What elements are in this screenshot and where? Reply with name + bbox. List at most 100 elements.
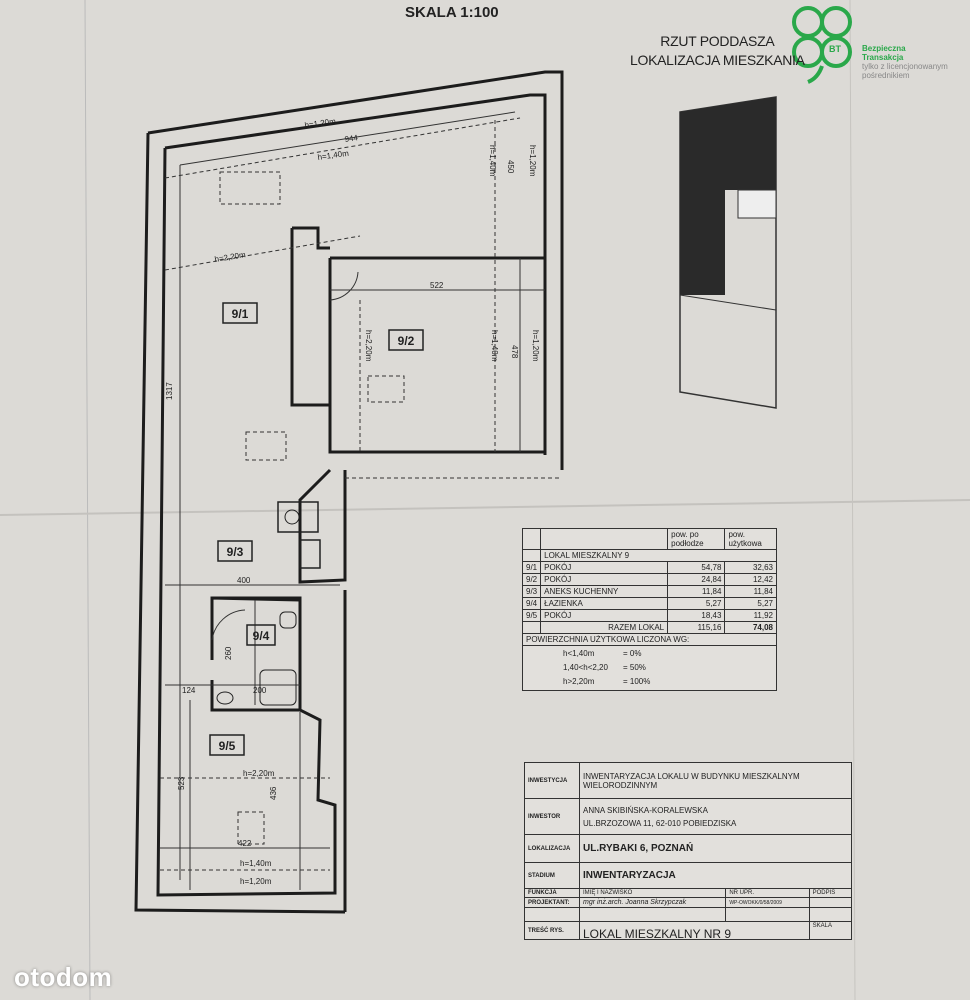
clover-logo — [792, 6, 852, 84]
bt-watermark: Bezpieczna Transakcja tylko z licencjono… — [862, 44, 948, 80]
dim-text: h=1,40m — [240, 859, 272, 868]
investor-address: UL.BRZOZOWA 11, 62-010 POBIEDZISKA — [583, 818, 737, 828]
dim-text: 400 — [237, 576, 251, 585]
room-name: POKÓJ — [540, 609, 669, 622]
title-line-1: RZUT PODDASZA — [660, 33, 775, 49]
areas-table: pow. po podłodze pow. użytkowa LOKAL MIE… — [521, 528, 777, 691]
room-label: 9/3 — [227, 545, 244, 559]
rule-cond: h<1,40m — [563, 649, 595, 658]
field-label: PODPIS — [808, 888, 853, 898]
otodom-logo: otodom — [14, 962, 113, 992]
designer: mgr inż.arch. Joanna Skrzypczak — [578, 897, 727, 908]
title-line-2: LOKALIZACJA MIESZKANIA — [630, 52, 805, 68]
sink-bowl-icon — [284, 509, 300, 525]
rule-pct: = 100% — [623, 677, 651, 686]
room-name: POKÓJ — [540, 573, 669, 586]
room-name: POKÓJ — [540, 561, 669, 574]
field-label: NR UPR. — [725, 888, 810, 898]
dim-text: 522 — [430, 281, 444, 290]
usable-area: 32,63 — [724, 561, 777, 574]
floor-area: 18,43 — [667, 609, 726, 622]
room-label: 9/1 — [232, 307, 249, 321]
field-label: INWESTOR — [524, 798, 580, 835]
room-id: 9/2 — [521, 573, 542, 586]
room-labels: 9/1 9/2 9/3 9/4 9/5 — [209, 302, 424, 756]
paper-fold — [849, 0, 856, 1000]
dim-text: 523 — [177, 776, 186, 790]
col-header: pow. użytkowa — [724, 528, 777, 550]
field-label: LOKALIZACJA — [524, 834, 580, 863]
room-label: 9/5 — [219, 739, 236, 753]
total-floor: 115,16 — [667, 621, 726, 634]
dim-text: 478 — [510, 345, 519, 359]
bt-line: Transakcja — [862, 53, 904, 62]
paper-fold — [84, 0, 91, 1000]
stove-icon — [299, 539, 321, 569]
floor-area: 11,84 — [667, 585, 726, 598]
dim-text: h=1,20m — [240, 877, 272, 886]
rule-heading: POWIERZCHNIA UŻYTKOWA LICZONA WG: — [522, 633, 777, 646]
field-label: FUNKCJA — [524, 888, 580, 898]
dim-text: 200 — [253, 686, 267, 695]
field-label: SKALA — [808, 921, 853, 940]
floor-area: 54,78 — [667, 561, 726, 574]
room-name: ŁAZIENKA — [540, 597, 669, 610]
investor-name: ANNA SKIBIŃSKA-KORALEWSKA — [583, 805, 708, 815]
room-id: 9/3 — [521, 585, 542, 598]
sink-icon — [277, 501, 319, 533]
drawing-title: RZUT PODDASZA LOKALIZACJA MIESZKANIA — [630, 32, 805, 70]
dim-text: h=2,20m — [364, 330, 373, 362]
bt-line: tylko z licencjonowanym — [862, 62, 948, 71]
room-label: 9/2 — [398, 334, 415, 348]
drawing-content: LOKAL MIESZKALNY NR 9 — [579, 921, 810, 940]
rule-pct: = 0% — [623, 649, 642, 658]
usable-area: 5,27 — [724, 597, 777, 610]
toilet-icon — [279, 611, 297, 629]
field-value: UL.RYBAKI 6, POZNAŃ — [579, 834, 852, 863]
location-key-plan — [679, 96, 777, 409]
dim-text: h=2,20m — [243, 769, 275, 778]
dim-text: h=1,20m — [304, 117, 337, 130]
dim-text: 1317 — [165, 382, 174, 400]
scale-label: SKALA 1:100 — [405, 4, 499, 21]
paper-fold — [0, 499, 970, 516]
dim-text: h=1,20m — [528, 145, 537, 177]
total-usable: 74,08 — [724, 621, 777, 634]
shower-icon — [259, 669, 297, 706]
washbasin-icon — [216, 691, 234, 705]
dimension-lines — [160, 111, 545, 890]
bt-logo-text: BT — [829, 44, 841, 54]
field-label: STADIUM — [524, 862, 580, 889]
field-label: PROJEKTANT: — [524, 897, 580, 908]
rule: h>2,20m= 100% — [563, 675, 773, 689]
dim-text: h=1,20m — [531, 330, 540, 362]
field-value: INWENTARYZACJA LOKALU W BUDYNKU MIESZKAL… — [579, 762, 852, 799]
rule-cond: 1,40<h<2,20 — [563, 663, 608, 672]
dim-text: h=1,40m — [317, 149, 350, 162]
col-header: pow. po podłodze — [667, 528, 726, 550]
dim-text: 436 — [269, 786, 278, 800]
rule: h<1,40m = 0% — [563, 647, 773, 661]
usable-area: 11,84 — [724, 585, 777, 598]
bt-line: pośrednikiem — [862, 71, 910, 80]
table-heading: LOKAL MIESZKALNY 9 — [540, 549, 777, 562]
room-id: 9/4 — [521, 597, 542, 610]
dim-text: 944 — [344, 133, 359, 144]
room-label: 9/4 — [253, 629, 270, 643]
rule: 1,40<h<2,20= 50% — [563, 661, 773, 675]
room-id: 9/1 — [521, 561, 542, 574]
room-name: ANEKS KUCHENNY — [540, 585, 669, 598]
dim-text: 450 — [506, 160, 515, 174]
table-header-row: pow. po podłodze pow. użytkowa — [521, 528, 777, 550]
field-label: INWESTYCJA — [524, 762, 580, 799]
dimension-labels: h=1,20m 944 h=1,40m h=1,40m 450 h=1,20m … — [165, 117, 540, 886]
bt-line: Bezpieczna — [862, 44, 906, 53]
room-id: 9/5 — [521, 609, 542, 622]
dim-text: 260 — [224, 646, 233, 660]
